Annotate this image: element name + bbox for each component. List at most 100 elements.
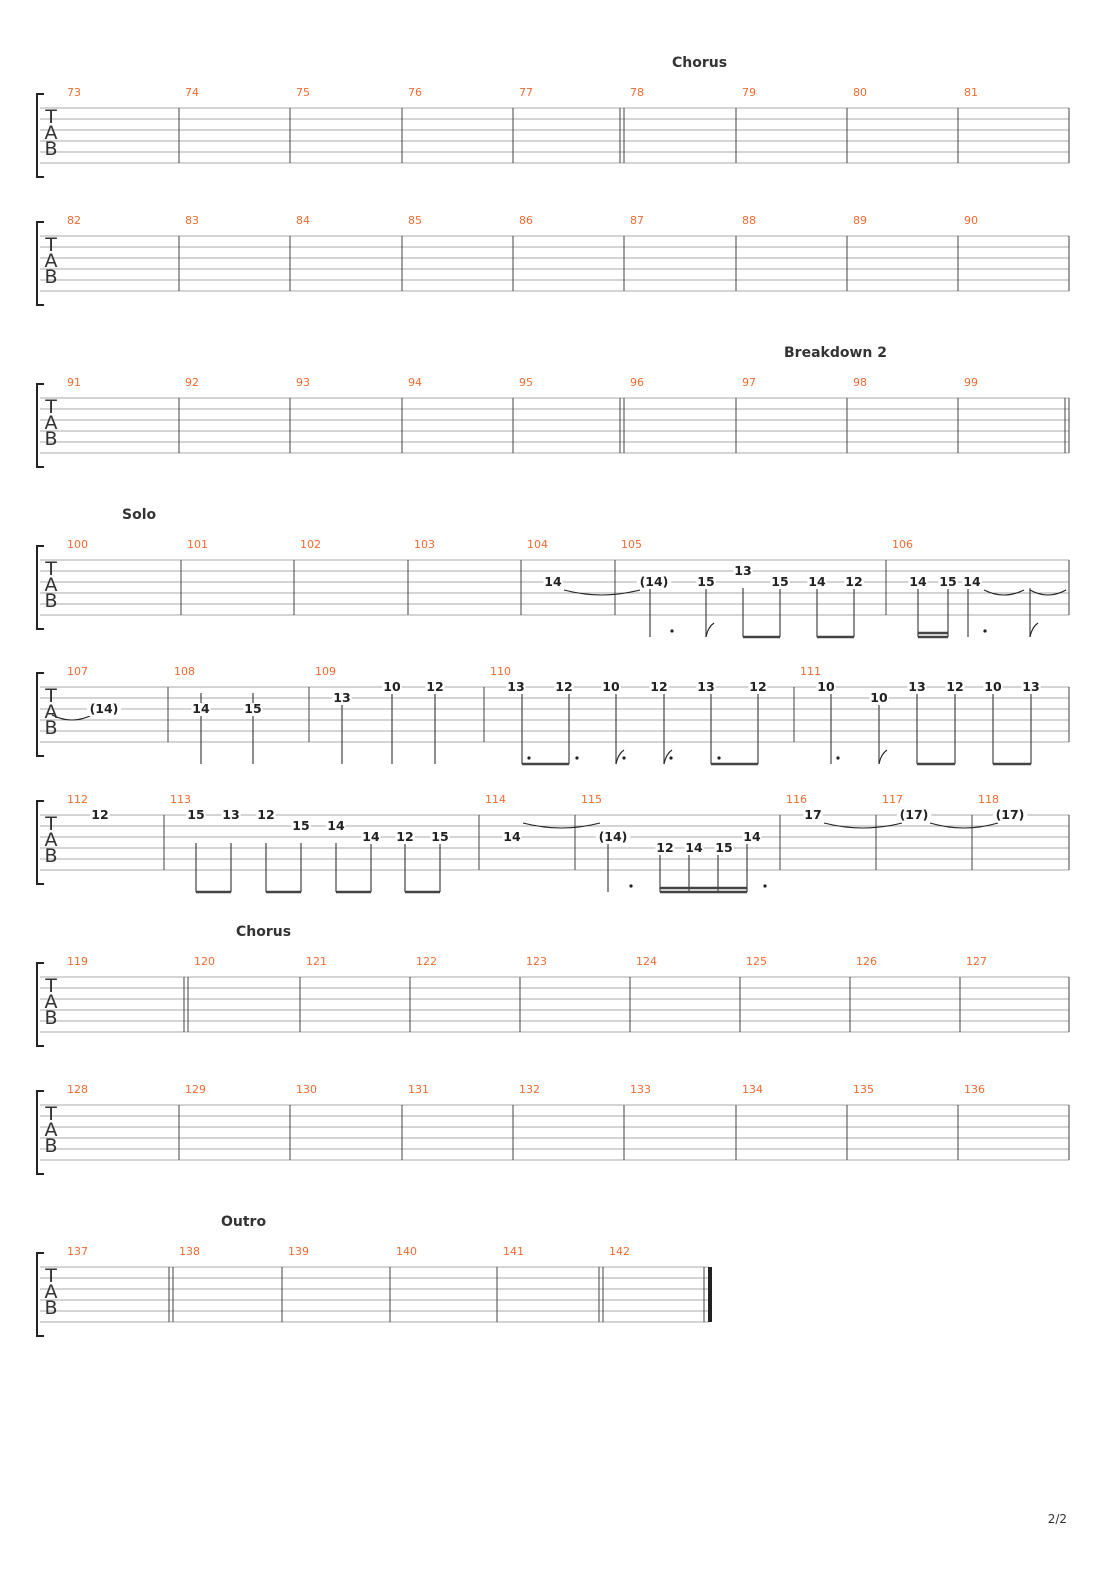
fret-number: 14 bbox=[909, 574, 927, 589]
fret-number: 14 bbox=[503, 829, 521, 844]
tie-arc bbox=[983, 589, 1025, 596]
tab-clef-letter: T bbox=[44, 685, 57, 707]
fret-bg bbox=[326, 820, 346, 833]
fret-bg bbox=[543, 576, 563, 589]
system-brace bbox=[36, 800, 44, 885]
measure-number: 84 bbox=[296, 214, 310, 227]
measure-number: 117 bbox=[882, 793, 903, 806]
fret-number: 10 bbox=[984, 679, 1002, 694]
tab-clef-letter: T bbox=[44, 1103, 57, 1125]
rhythm-dot bbox=[836, 756, 840, 760]
measure-number: 96 bbox=[630, 376, 644, 389]
fret-bg bbox=[425, 681, 445, 694]
tab-clef-letter: B bbox=[44, 428, 57, 450]
measure-number: 99 bbox=[964, 376, 978, 389]
measure-number: 93 bbox=[296, 376, 310, 389]
fret-bg bbox=[742, 831, 762, 844]
fret-bg bbox=[684, 842, 704, 855]
measure-number: 127 bbox=[966, 955, 987, 968]
fret-bg bbox=[382, 681, 402, 694]
fret-bg bbox=[869, 692, 889, 705]
measure-number: 111 bbox=[800, 665, 821, 678]
fret-bg bbox=[595, 831, 631, 844]
section-label: Solo bbox=[122, 507, 157, 523]
fret-bg bbox=[962, 576, 982, 589]
measure-number: 86 bbox=[519, 214, 533, 227]
measure-number: 81 bbox=[964, 86, 978, 99]
fret-bg bbox=[332, 692, 352, 705]
tab-clef-letter: A bbox=[45, 412, 58, 434]
measure-number: 126 bbox=[856, 955, 877, 968]
tie-arc bbox=[929, 822, 999, 829]
fret-bg bbox=[554, 681, 574, 694]
measure-number: 122 bbox=[416, 955, 437, 968]
measure-number: 128 bbox=[67, 1083, 88, 1096]
tab-clef-letter: T bbox=[44, 234, 57, 256]
note-flag bbox=[705, 622, 715, 638]
tab-system bbox=[36, 93, 1070, 178]
fret-bg bbox=[506, 681, 526, 694]
fret-number: 12 bbox=[555, 679, 572, 694]
system-brace bbox=[36, 93, 44, 178]
tab-clef-letter: B bbox=[44, 266, 57, 288]
measure-number: 73 bbox=[67, 86, 81, 99]
measure-number: 123 bbox=[526, 955, 547, 968]
fret-number: 13 bbox=[697, 679, 714, 694]
note-flag bbox=[1029, 622, 1039, 638]
note-flag bbox=[878, 749, 888, 765]
system-brace bbox=[36, 962, 44, 1047]
fret-bg bbox=[256, 809, 276, 822]
tab-clef-letter: T bbox=[44, 813, 57, 835]
measure-number: 100 bbox=[67, 538, 88, 551]
measure-number: 79 bbox=[742, 86, 756, 99]
tab-clef-letter: A bbox=[45, 574, 58, 596]
tab-system bbox=[36, 800, 1070, 885]
fret-number: 14 bbox=[685, 840, 703, 855]
fret-number: 15 bbox=[939, 574, 956, 589]
measure-number: 142 bbox=[609, 1245, 630, 1258]
fret-bg bbox=[191, 703, 211, 716]
tab-system bbox=[36, 221, 1070, 306]
measure-number: 95 bbox=[519, 376, 533, 389]
measure-number: 80 bbox=[853, 86, 867, 99]
fret-number: 12 bbox=[91, 807, 108, 822]
tie-arc bbox=[563, 589, 641, 596]
tab-clef-letter: A bbox=[45, 829, 58, 851]
fret-number: 12 bbox=[650, 679, 667, 694]
measure-number: 121 bbox=[306, 955, 327, 968]
fret-bg bbox=[907, 681, 927, 694]
measure-number: 125 bbox=[746, 955, 767, 968]
measure-number: 118 bbox=[978, 793, 999, 806]
measure-number: 136 bbox=[964, 1083, 985, 1096]
rhythm-dot bbox=[763, 884, 767, 888]
tab-clef-letter: A bbox=[45, 991, 58, 1013]
fret-number: 12 bbox=[396, 829, 413, 844]
rhythm-dot bbox=[717, 756, 721, 760]
fret-bg bbox=[655, 842, 675, 855]
measure-number: 92 bbox=[185, 376, 199, 389]
fret-bg bbox=[361, 831, 381, 844]
fret-number: 13 bbox=[507, 679, 524, 694]
measure-number: 105 bbox=[621, 538, 642, 551]
measure-number: 140 bbox=[396, 1245, 417, 1258]
measure-number: 112 bbox=[67, 793, 88, 806]
rhythm-dot bbox=[622, 756, 626, 760]
fret-number: 15 bbox=[697, 574, 714, 589]
fret-number: 15 bbox=[431, 829, 448, 844]
tab-clef-letter: T bbox=[44, 558, 57, 580]
fret-bg bbox=[844, 576, 864, 589]
fret-number: 12 bbox=[426, 679, 443, 694]
tab-clef-letter: B bbox=[44, 1135, 57, 1157]
fret-number: (17) bbox=[900, 807, 929, 822]
tie-arc bbox=[823, 822, 903, 829]
fret-number: 10 bbox=[602, 679, 620, 694]
measure-number: 129 bbox=[185, 1083, 206, 1096]
final-barline bbox=[708, 1267, 712, 1322]
measure-number: 119 bbox=[67, 955, 88, 968]
fret-number: 15 bbox=[244, 701, 261, 716]
fret-bg bbox=[1021, 681, 1041, 694]
fret-number: 14 bbox=[327, 818, 345, 833]
measure-number: 89 bbox=[853, 214, 867, 227]
measure-number: 97 bbox=[742, 376, 756, 389]
measure-number: 131 bbox=[408, 1083, 429, 1096]
